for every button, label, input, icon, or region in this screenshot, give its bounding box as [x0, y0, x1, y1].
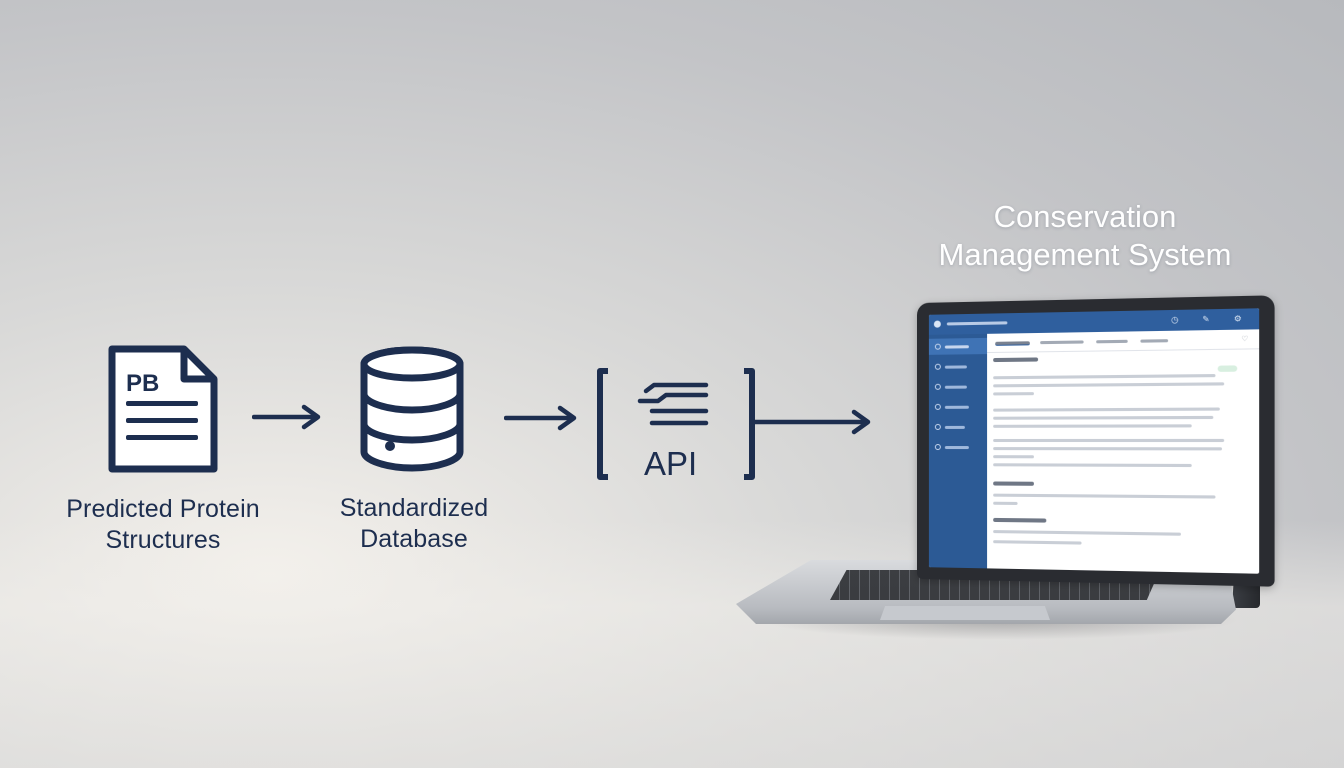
section-heading: [993, 357, 1039, 363]
text-line: [993, 540, 1082, 545]
sidebar-item-icon: [934, 423, 941, 430]
api-icon: API: [597, 368, 755, 481]
text-line: [993, 407, 1220, 412]
sidebar-item-label: [944, 385, 967, 389]
sidebar-item[interactable]: [929, 399, 987, 415]
sidebar-item[interactable]: [929, 378, 987, 395]
text-line: [993, 424, 1192, 428]
status-badge: [1217, 365, 1238, 372]
tab[interactable]: [1096, 339, 1128, 344]
tab[interactable]: [1040, 340, 1084, 345]
tab[interactable]: [995, 341, 1030, 346]
sidebar-item-icon: [934, 363, 941, 370]
sidebar-item[interactable]: [928, 337, 988, 355]
step-label-standardized-database: Standardized Database: [306, 493, 522, 555]
sidebar-item-label: [944, 425, 965, 429]
text-line: [993, 530, 1181, 536]
step-label-line: Predicted Protein: [66, 495, 260, 523]
step-label-line: Database: [360, 525, 468, 553]
text-line: [993, 392, 1034, 396]
app-logo-icon: [933, 320, 941, 328]
sidebar-item-label: [944, 446, 969, 450]
section-heading: [993, 517, 1047, 523]
api-icon-text: API: [644, 445, 697, 481]
sidebar-item-label: [944, 345, 969, 349]
sidebar-item-icon: [934, 403, 941, 410]
destination-title-line: Management System: [938, 237, 1232, 272]
laptop-lid: ◷ ✎ ⚙: [917, 295, 1275, 587]
sidebar-item[interactable]: [929, 439, 987, 455]
text-line: [993, 455, 1034, 459]
heart-icon[interactable]: ♡: [1241, 335, 1249, 344]
text-line: [993, 382, 1225, 388]
step-label-predicted-protein: Predicted Protein Structures: [40, 494, 286, 556]
text-line: [993, 438, 1225, 443]
database-icon: [360, 346, 464, 472]
section-heading: [993, 481, 1034, 486]
text-line: [993, 447, 1223, 451]
arrow-right-icon: [752, 409, 871, 435]
screen-content: [993, 355, 1246, 545]
text-line: [993, 493, 1216, 499]
step-label-line: Standardized: [339, 494, 489, 522]
header-icons: ◷ ✎ ⚙: [1170, 313, 1253, 325]
sidebar-item-icon: [934, 383, 941, 390]
document-icon: PB: [108, 345, 218, 473]
sidebar-item-label: [944, 365, 967, 369]
document-icon-text: PB: [126, 370, 159, 397]
tab[interactable]: [1140, 339, 1169, 343]
screen-tabs: ♡: [987, 329, 1260, 354]
step-label-line: Structures: [105, 526, 221, 554]
arrow-right-icon: [504, 405, 577, 431]
app-title-placeholder: [946, 321, 1008, 326]
text-line: [993, 501, 1018, 505]
sidebar-item[interactable]: [929, 419, 987, 435]
text-line: [993, 374, 1216, 380]
destination-title-line: Conservation: [993, 199, 1177, 234]
text-line: [993, 415, 1214, 420]
destination-title: Conservation Management System: [905, 198, 1265, 274]
laptop-screen: ◷ ✎ ⚙: [928, 308, 1260, 574]
sidebar-item-label: [944, 405, 969, 409]
laptop-trackpad: [880, 606, 1050, 620]
sidebar-item[interactable]: [929, 358, 987, 375]
sidebar-item-icon: [934, 444, 941, 451]
screen-sidebar: [928, 333, 988, 569]
arrow-right-icon: [252, 404, 321, 430]
text-line: [993, 463, 1192, 468]
sidebar-item-icon: [934, 343, 941, 350]
